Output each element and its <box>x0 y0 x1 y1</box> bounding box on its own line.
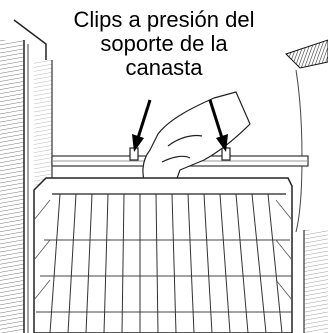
callout-label-line-3: canasta <box>125 55 203 80</box>
wire-basket <box>33 177 293 333</box>
callout-label: Clips a presión del soporte de la canast… <box>0 8 328 80</box>
left-wall <box>0 19 53 333</box>
callout-label-line-1: Clips a presión del <box>73 7 255 32</box>
left-arrow <box>132 99 152 152</box>
callout-label-line-2: soporte de la <box>100 31 228 56</box>
right-arrow <box>208 99 228 152</box>
